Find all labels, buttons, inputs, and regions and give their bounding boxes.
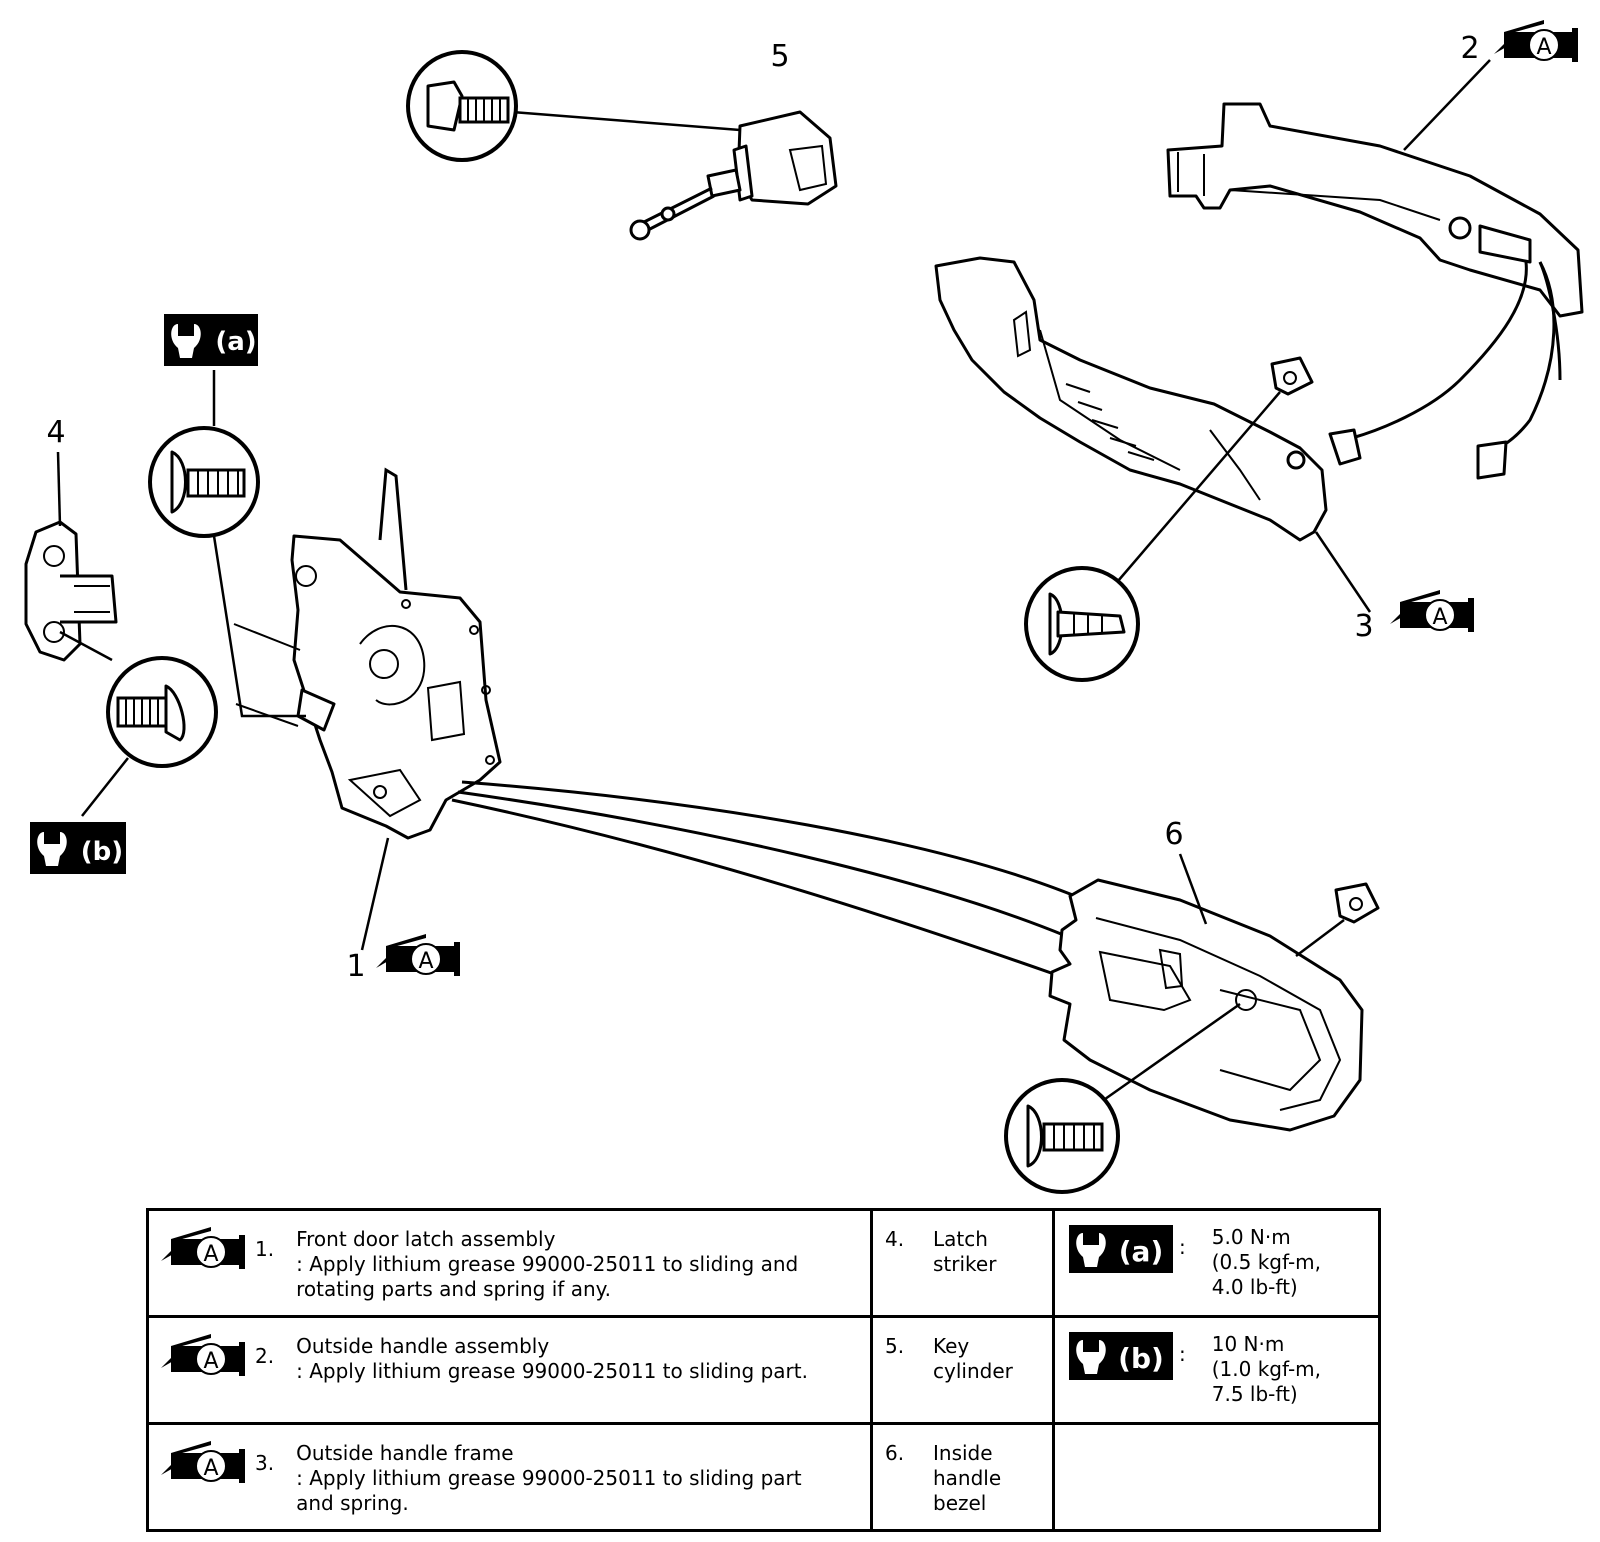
callout-2: 2 [1460, 31, 1479, 66]
part-name: Key cylinder [933, 1334, 1013, 1383]
part-number: 6. [885, 1441, 905, 1465]
outside-handle-assembly [1166, 102, 1584, 480]
inside-handle-bezel [1048, 878, 1364, 1132]
torque-wrench-icon: (a) [1069, 1225, 1173, 1273]
legend-description: Outside handle frame : Apply lithium gre… [296, 1441, 802, 1515]
legend-number: 2. [255, 1344, 275, 1368]
grease-icon: A [161, 1334, 246, 1376]
callout-6: 6 [1164, 817, 1183, 852]
legend-number: 3. [255, 1451, 275, 1475]
legend-row-2: A 2. Outside handle assembly : Apply lit… [146, 1315, 1381, 1425]
torque-b-label: (b) [81, 837, 123, 867]
legend-row-1: A 1. Front door latch assembly : Apply l… [146, 1208, 1381, 1318]
grease-icon-2: A [1493, 19, 1579, 63]
outside-handle-frame [934, 256, 1328, 542]
grease-icon-3: A [1389, 589, 1475, 633]
torque-value: 10 N·m (1.0 kgf-m, 7.5 lb-ft) [1211, 1332, 1321, 1406]
part-name: Inside handle bezel [933, 1441, 1002, 1515]
screw-callout-bezel [1004, 1002, 1241, 1194]
legend-row-3: A 3. Outside handle frame : Apply lithiu… [146, 1422, 1381, 1532]
part-name: Latch striker [933, 1227, 997, 1276]
bolt-callout-key-cylinder [406, 50, 741, 162]
part-number: 5. [885, 1334, 905, 1358]
legend-number: 1. [255, 1237, 275, 1261]
svg-text:A: A [203, 1349, 218, 1374]
key-cylinder [629, 110, 838, 241]
legend-table: A 1. Front door latch assembly : Apply l… [146, 1208, 1381, 1532]
torque-value: 5.0 N·m (0.5 kgf-m, 4.0 lb-ft) [1211, 1225, 1321, 1299]
front-door-latch-assembly [233, 467, 502, 840]
exploded-parts-diagram: 5 2 A 3 A [24, 19, 1584, 1194]
empty-cell [1052, 1422, 1381, 1532]
legend-description: Front door latch assembly : Apply lithiu… [296, 1227, 799, 1301]
svg-text:A: A [203, 1242, 218, 1267]
grease-icon-1: A [375, 933, 461, 977]
svg-text:A: A [203, 1456, 218, 1481]
control-cables [451, 780, 1081, 976]
latch-striker [24, 520, 118, 662]
clip-callout-handle-frame [1024, 391, 1281, 682]
grease-icon: A [161, 1441, 246, 1483]
svg-text:(b): (b) [1118, 1342, 1164, 1375]
svg-text:(a): (a) [1119, 1235, 1164, 1268]
callout-3: 3 [1354, 609, 1373, 644]
callout-5: 5 [770, 39, 789, 74]
legend-description: Outside handle assembly : Apply lithium … [296, 1334, 808, 1383]
callout-4: 4 [46, 415, 65, 450]
callout-1: 1 [346, 949, 365, 984]
svg-text:A: A [1432, 605, 1447, 630]
torque-wrench-icon: (b) [1069, 1332, 1173, 1380]
torque-a-label: (a) [215, 327, 256, 357]
svg-text:A: A [1536, 35, 1551, 60]
part-number: 4. [885, 1227, 905, 1251]
torque-b-callout: (b) [30, 656, 218, 874]
grease-icon: A [161, 1227, 246, 1269]
torque-a-callout: (a) [148, 314, 306, 718]
clip-bezel [1295, 882, 1380, 957]
svg-text:A: A [418, 949, 433, 974]
